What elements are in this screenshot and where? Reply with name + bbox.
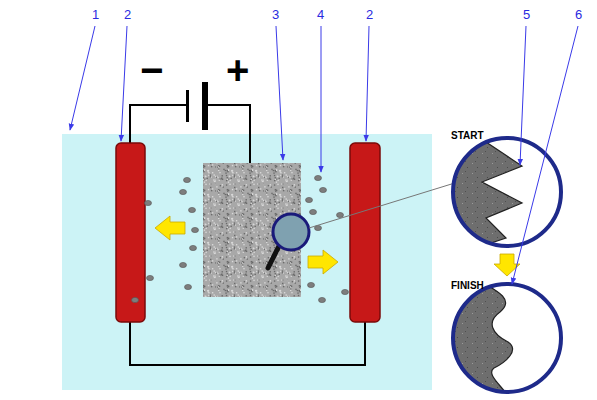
polarity-sign: − [140, 50, 163, 90]
callout-number: 2 [124, 8, 131, 21]
magnifier [268, 182, 458, 268]
callout-number: 6 [575, 8, 582, 21]
ion-flow-arrow [155, 216, 185, 240]
callout-number: 1 [92, 8, 99, 21]
process-arrow [494, 254, 520, 276]
surface-zoom-start [440, 130, 561, 260]
callout-number: 4 [317, 8, 324, 21]
metal-ions [132, 175, 349, 302]
ion-flow-arrow [308, 250, 338, 274]
wires [130, 105, 365, 365]
cathode [116, 143, 145, 322]
electrolyte-bath [62, 134, 432, 390]
polarity-sign: + [226, 50, 249, 90]
surface-zoom-finish [440, 280, 561, 396]
cathode [350, 143, 380, 322]
callout-number: 3 [272, 8, 279, 21]
stage-label: START [451, 131, 484, 141]
stage-label: FINISH [451, 281, 484, 291]
battery-symbol [186, 82, 208, 130]
callout-number: 5 [523, 8, 530, 21]
callout-leaders [70, 26, 578, 284]
callout-number: 2 [366, 8, 373, 21]
